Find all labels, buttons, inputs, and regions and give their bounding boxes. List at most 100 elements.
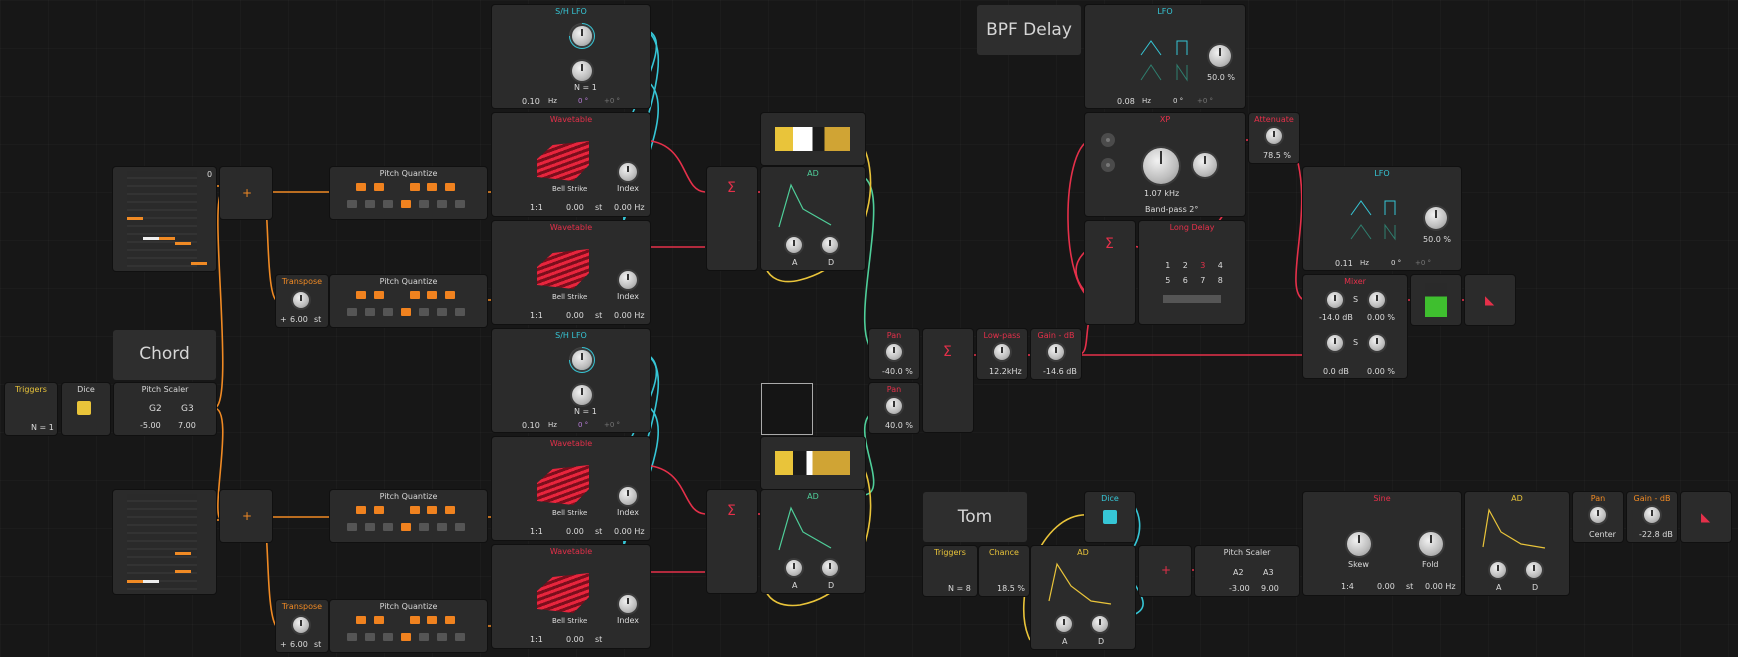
attack-knob[interactable] xyxy=(786,560,802,576)
dice-module-tom[interactable]: Dice xyxy=(1085,492,1135,542)
add-module-bottom[interactable]: + xyxy=(220,490,272,542)
wavetable-display[interactable] xyxy=(537,141,589,181)
sum-module-4[interactable]: Σ xyxy=(1085,221,1135,324)
attack-knob[interactable] xyxy=(1056,616,1072,632)
ad-envelope-tom[interactable]: AD A D xyxy=(1031,546,1135,649)
frequency-knob[interactable] xyxy=(1143,148,1179,184)
filter-mode[interactable]: Band-pass 2° xyxy=(1145,205,1199,214)
audio-out-top[interactable]: ◣ xyxy=(1465,275,1515,325)
decay-knob[interactable] xyxy=(822,237,838,253)
level-knob-b[interactable] xyxy=(1327,335,1343,351)
pan-module-1[interactable]: Pan -40.0 % xyxy=(869,329,919,379)
wavetable-display[interactable] xyxy=(537,249,589,289)
mixer-module[interactable]: Mixer S -14.0 dB 0.00 % S 0.0 dB 0.00 % xyxy=(1303,275,1407,378)
wavetable-display[interactable] xyxy=(537,465,589,505)
delay-beat-4[interactable]: 4 xyxy=(1217,261,1223,270)
xp-filter-module[interactable]: XP 1.07 kHz Band-pass 2° xyxy=(1085,113,1245,216)
pan-knob-b[interactable] xyxy=(1369,335,1385,351)
delay-beat-5[interactable]: 5 xyxy=(1165,276,1171,285)
pan-knob-a[interactable] xyxy=(1369,292,1385,308)
chance-module[interactable]: Chance 18.5 % xyxy=(979,546,1029,596)
pan-knob[interactable] xyxy=(886,344,902,360)
add-module-top[interactable]: + xyxy=(220,167,272,219)
shape-knob[interactable] xyxy=(1209,45,1231,67)
pitch-scaler-module[interactable]: Pitch Scaler G2 G3 -5.00 7.00 xyxy=(114,383,216,435)
delay-beat-3[interactable]: 3 xyxy=(1200,261,1206,270)
ad-envelope-2[interactable]: AD A D xyxy=(761,490,865,593)
delay-beat-7[interactable]: 7 xyxy=(1200,276,1206,285)
ad-envelope-tom-2[interactable]: AD A D xyxy=(1465,492,1569,595)
triggers-module-tom[interactable]: Triggers N = 8 xyxy=(923,546,977,596)
attack-knob[interactable] xyxy=(786,237,802,253)
index-knob[interactable] xyxy=(619,271,637,289)
delay-beat-grid[interactable]: 1 2 3 4 5 6 7 8 xyxy=(1159,261,1229,285)
lowpass-module[interactable]: Low-pass 12.2kHz xyxy=(977,329,1027,379)
gain-module-top[interactable]: Gain - dB -14.6 dB xyxy=(1031,329,1081,379)
step-sequencer-bottom[interactable] xyxy=(113,490,216,594)
delay-beat-8[interactable]: 8 xyxy=(1217,276,1223,285)
sh-lfo-top[interactable]: S/H LFO N = 1 0.10 Hz 0 ° +0 ° xyxy=(492,5,650,108)
add-module-tom[interactable]: + xyxy=(1139,546,1191,596)
smooth-knob[interactable] xyxy=(572,61,592,81)
delay-beat-2[interactable]: 2 xyxy=(1182,261,1188,270)
attenuate-knob[interactable] xyxy=(1266,128,1282,144)
pan-knob[interactable] xyxy=(886,398,902,414)
shape-knob[interactable] xyxy=(1425,207,1447,229)
sine-module[interactable]: Sine Skew Fold 1:4 0.00 st 0.00 Hz xyxy=(1303,492,1461,595)
wavetable-2[interactable]: Wavetable Bell Strike Index 1:1 0.00 st … xyxy=(492,221,650,324)
rate-knob[interactable] xyxy=(572,26,592,46)
wavetable-3[interactable]: Wavetable Bell Strike Index 1:1 0.00 st … xyxy=(492,437,650,540)
step-sequencer-top[interactable]: 0 xyxy=(113,167,216,271)
pitch-quantize-1[interactable]: Pitch Quantize xyxy=(330,167,487,219)
transpose-knob[interactable] xyxy=(293,617,309,633)
lfo-module-mid[interactable]: LFO 50.0 % 0.11 Hz 0 ° +0 ° xyxy=(1303,167,1461,270)
pan-module-tom[interactable]: Pan Center xyxy=(1573,492,1623,542)
wavetable-4[interactable]: Wavetable Bell Strike Index 1:1 0.00 st xyxy=(492,545,650,648)
transpose-knob[interactable] xyxy=(293,292,309,308)
step-pattern-2[interactable] xyxy=(761,437,865,489)
attenuate-module[interactable]: Attenuate 78.5 % xyxy=(1249,113,1299,163)
sum-module-1[interactable]: Σ xyxy=(707,167,757,270)
delay-beat-1[interactable]: 1 xyxy=(1165,261,1171,270)
smooth-knob[interactable] xyxy=(572,385,592,405)
decay-knob[interactable] xyxy=(822,560,838,576)
level-knob-a[interactable] xyxy=(1327,292,1343,308)
skew-knob[interactable] xyxy=(1347,532,1371,556)
pan-knob[interactable] xyxy=(1590,507,1606,523)
attack-knob[interactable] xyxy=(1490,562,1506,578)
gain-module-tom[interactable]: Gain - dB -22.8 dB xyxy=(1627,492,1677,542)
wavetable-display[interactable] xyxy=(537,573,589,613)
chord-note[interactable]: Chord xyxy=(113,330,216,380)
gain-knob[interactable] xyxy=(1644,507,1660,523)
index-knob[interactable] xyxy=(619,487,637,505)
bpf-delay-note[interactable]: BPF Delay xyxy=(977,5,1081,55)
decay-knob[interactable] xyxy=(1092,616,1108,632)
sum-module-2[interactable]: Σ xyxy=(707,490,757,593)
delay-beat-6[interactable]: 6 xyxy=(1182,276,1188,285)
transpose-module-1[interactable]: Transpose + 6.00 st xyxy=(276,275,328,327)
pan-module-2[interactable]: Pan 40.0 % xyxy=(869,383,919,433)
triggers-module[interactable]: Triggers N = 1 xyxy=(5,383,57,435)
rate-knob[interactable] xyxy=(572,350,592,370)
sum-module-3[interactable]: Σ xyxy=(923,329,973,432)
step-pattern-1[interactable] xyxy=(761,113,865,165)
cutoff-knob[interactable] xyxy=(994,344,1010,360)
sh-lfo-bottom[interactable]: S/H LFO N = 1 0.10 Hz 0 ° +0 ° xyxy=(492,329,650,432)
gain-knob[interactable] xyxy=(1048,344,1064,360)
index-knob[interactable] xyxy=(619,595,637,613)
decay-knob[interactable] xyxy=(1526,562,1542,578)
index-knob[interactable] xyxy=(619,163,637,181)
ad-envelope-1[interactable]: AD A D xyxy=(761,167,865,270)
pitch-scaler-tom[interactable]: Pitch Scaler A2 A3 -3.00 9.00 xyxy=(1195,546,1299,596)
empty-slot[interactable] xyxy=(761,383,813,435)
pitch-quantize-2[interactable]: Pitch Quantize xyxy=(330,275,487,327)
resonance-knob[interactable] xyxy=(1193,153,1217,177)
tom-note[interactable]: Tom xyxy=(923,492,1027,542)
lfo-module-top[interactable]: LFO 50.0 % 0.08 Hz 0 ° +0 ° xyxy=(1085,5,1245,108)
pitch-quantize-3[interactable]: Pitch Quantize xyxy=(330,490,487,542)
transpose-module-2[interactable]: Transpose + 6.00 st xyxy=(276,600,328,652)
audio-out-tom[interactable]: ◣ xyxy=(1681,492,1731,542)
pitch-quantize-4[interactable]: Pitch Quantize xyxy=(330,600,487,652)
